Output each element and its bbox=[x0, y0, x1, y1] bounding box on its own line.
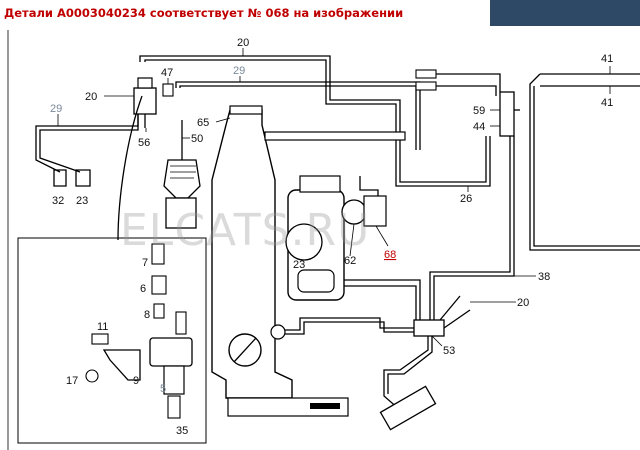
leader-62 bbox=[349, 223, 355, 257]
callout-29-left: 29 bbox=[50, 103, 62, 115]
hose-to-tank bbox=[278, 317, 414, 331]
wire-20-left bbox=[117, 95, 143, 241]
vacuum-unit-50-ribs bbox=[170, 165, 196, 179]
callout-20-left: 20 bbox=[85, 91, 97, 103]
hose-53-right bbox=[443, 309, 471, 329]
hose-38 bbox=[429, 136, 511, 320]
callout-23-left: 23 bbox=[76, 195, 88, 207]
callout-32: 32 bbox=[52, 195, 64, 207]
part-6 bbox=[151, 275, 167, 295]
part-23-left bbox=[75, 169, 91, 187]
part-11 bbox=[91, 333, 109, 345]
callout-17: 17 bbox=[66, 375, 78, 387]
drain-hose-inner bbox=[387, 336, 433, 394]
callout-11: 11 bbox=[97, 321, 108, 333]
callout-41-b: 41 bbox=[601, 97, 613, 109]
callout-56: 56 bbox=[138, 137, 150, 149]
pump-23-circle bbox=[285, 223, 323, 261]
callout-8: 8 bbox=[144, 309, 150, 321]
line-41-b bbox=[436, 85, 497, 96]
callout-47: 47 bbox=[161, 67, 173, 79]
header-dark-panel bbox=[490, 0, 640, 26]
part-8-nozzle bbox=[175, 311, 187, 335]
callout-20-right: 20 bbox=[517, 297, 529, 309]
reservoir-neck bbox=[229, 105, 263, 115]
connector-47 bbox=[162, 83, 174, 97]
callout-68-highlight[interactable]: 68 bbox=[384, 249, 396, 261]
tank-fitting bbox=[270, 324, 286, 340]
callout-5: 5 bbox=[160, 383, 166, 395]
return-hose bbox=[344, 279, 421, 320]
hose-26 bbox=[395, 136, 491, 187]
callout-38: 38 bbox=[538, 271, 550, 283]
part-17 bbox=[85, 369, 99, 383]
callout-7: 7 bbox=[142, 257, 148, 269]
leader-68 bbox=[375, 225, 389, 247]
valve-59-44 bbox=[499, 91, 515, 137]
part-8 bbox=[153, 303, 165, 319]
part-35 bbox=[167, 395, 181, 419]
reservoir-cap-slot bbox=[233, 337, 257, 363]
leader-65 bbox=[215, 117, 231, 123]
part-match-title: Детали A0003040234 соответствует № 068 н… bbox=[4, 6, 404, 20]
callout-20-top: 20 bbox=[237, 37, 249, 49]
callout-9: 9 bbox=[133, 375, 139, 387]
tpiece-53 bbox=[413, 319, 445, 337]
inset-box bbox=[17, 237, 207, 444]
return-hose-inner bbox=[344, 285, 417, 320]
part-5-base bbox=[163, 365, 185, 395]
hose-right-loop-inner bbox=[533, 86, 640, 247]
line-41-a bbox=[436, 73, 501, 92]
callout-23-mid: 23 bbox=[293, 259, 305, 271]
pump-23-lower bbox=[297, 269, 335, 293]
callout-29-top: 29 bbox=[233, 65, 245, 77]
leader-53 bbox=[431, 335, 443, 347]
pump-23-top bbox=[299, 175, 341, 193]
callout-35: 35 bbox=[176, 425, 188, 437]
callout-59: 59 bbox=[473, 105, 485, 117]
valve-56-cap bbox=[137, 77, 153, 89]
callout-62: 62 bbox=[344, 255, 356, 267]
valve-62-hose bbox=[359, 176, 379, 196]
callout-44: 44 bbox=[473, 121, 485, 133]
part-5-pump bbox=[149, 337, 193, 367]
hose-26-inner bbox=[399, 136, 487, 183]
hose-38-inner bbox=[433, 136, 515, 320]
hose-to-tank-inner bbox=[278, 321, 414, 335]
page-header: Детали A0003040234 соответствует № 068 н… bbox=[0, 0, 488, 26]
callout-41-a: 41 bbox=[601, 53, 613, 65]
callout-65: 65 bbox=[197, 117, 209, 129]
bracket-slot bbox=[310, 403, 340, 409]
hose-29-left-inner bbox=[39, 100, 139, 173]
hose-right-loop bbox=[529, 73, 640, 251]
hose-20-top bbox=[139, 55, 401, 170]
valve-62 bbox=[341, 199, 367, 225]
connector-41-a bbox=[415, 69, 437, 79]
callout-50: 50 bbox=[191, 133, 203, 145]
hose-29-top bbox=[175, 81, 421, 150]
nozzle bbox=[379, 385, 437, 431]
connector-41-b bbox=[415, 81, 437, 91]
callout-26: 26 bbox=[460, 193, 472, 205]
hose-20-right bbox=[439, 295, 461, 321]
part-7 bbox=[151, 243, 165, 265]
callout-6: 6 bbox=[140, 283, 146, 295]
vacuum-unit-50-base bbox=[165, 197, 197, 229]
part-32 bbox=[53, 169, 67, 187]
hose-through-tank bbox=[264, 131, 406, 141]
hose-29-top-inner bbox=[179, 85, 417, 150]
valve-68-body bbox=[363, 195, 387, 227]
reservoir-bracket bbox=[227, 397, 349, 417]
callout-53: 53 bbox=[443, 345, 455, 357]
part-9-bracket bbox=[102, 349, 141, 381]
